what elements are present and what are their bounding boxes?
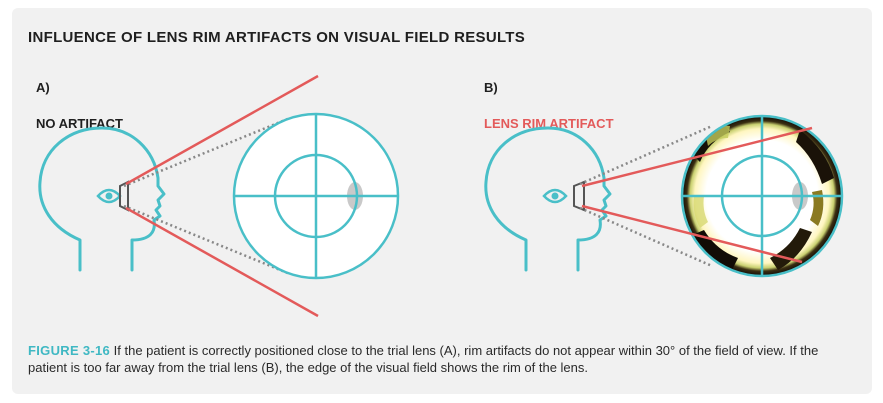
rim-line-lower-a [125, 206, 319, 318]
head-outline-b [484, 126, 612, 272]
rim-line-upper-a [125, 74, 319, 186]
sight-line-upper-b [579, 124, 713, 186]
figure-title: INFLUENCE OF LENS RIM ARTIFACTS ON VISUA… [28, 29, 526, 46]
panel-b-subtitle: LENS RIM ARTIFACT [484, 116, 614, 131]
rim-line-upper-b [581, 126, 813, 188]
sight-line-lower-b [579, 206, 713, 268]
figure-caption: FIGURE 3-16 If the patient is correctly … [28, 342, 858, 376]
panel-b-label: B) [484, 80, 498, 95]
rim-line-lower-b [581, 204, 803, 264]
pupil-b [551, 192, 559, 200]
panel-b-diagram [484, 114, 844, 278]
pupil-a [105, 192, 113, 200]
eye-icon-b [542, 188, 568, 204]
panel-a-label: A) [36, 80, 50, 95]
figure-number: FIGURE 3-16 [28, 343, 111, 358]
caption-text: If the patient is correctly positioned c… [28, 343, 819, 375]
panel-a-diagram [38, 74, 400, 318]
rim-artifact [688, 122, 834, 270]
